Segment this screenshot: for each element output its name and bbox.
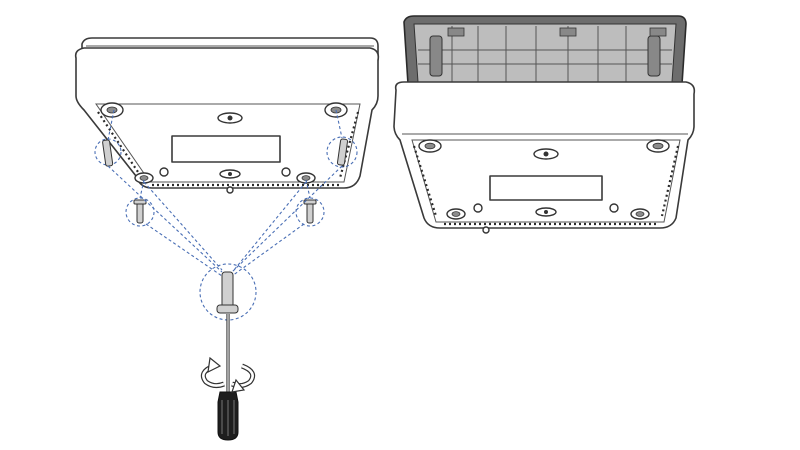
screw-icon <box>199 263 257 321</box>
foot-hole-bottom-right <box>630 208 650 220</box>
bottom-cover-interior <box>403 15 687 85</box>
screw-icon <box>295 197 325 227</box>
keyhole-mount-top <box>533 148 559 160</box>
foot-hole-bottom-left <box>134 172 154 184</box>
device-cover-removed-step-2 <box>393 15 696 234</box>
keyhole-mount-top <box>217 112 243 124</box>
screwdriver-icon <box>217 314 239 441</box>
label-area <box>489 175 603 201</box>
screw-icon <box>326 136 358 168</box>
screw-icon <box>125 197 155 227</box>
leader-lines <box>107 109 343 277</box>
foot-hole-top-left <box>100 102 124 118</box>
device-bottom-view-step-1 <box>74 37 380 194</box>
keyhole-mount-bottom <box>219 169 241 179</box>
foot-hole-bottom-right <box>296 172 316 184</box>
keyhole-mount-bottom <box>535 207 557 217</box>
foot-hole-top-right <box>646 139 670 153</box>
foot-hole-top-left <box>418 139 442 153</box>
foot-hole-bottom-left <box>446 208 466 220</box>
label-area <box>171 135 281 163</box>
screw-icon <box>94 138 122 167</box>
rotate-arrow-icon <box>200 356 256 393</box>
